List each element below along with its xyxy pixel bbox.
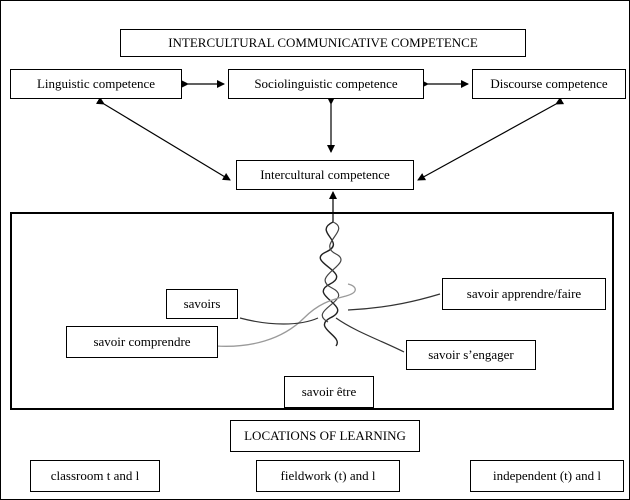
helix-strand-grey [215,283,356,347]
location-fieldwork-box: fieldwork (t) and l [256,460,400,492]
linguistic-competence-box: Linguistic competence [10,69,182,99]
line-apprendre-faire [347,293,441,311]
savoir-engager-box: savoir s’engager [406,340,536,370]
locations-heading-label: LOCATIONS OF LEARNING [244,428,406,443]
linguistic-competence-label: Linguistic competence [36,76,156,91]
helix-strand-second [321,221,342,323]
arrow-discourse-intercultural [417,97,565,181]
savoir-engager-label: savoir s’engager [428,347,514,362]
savoir-apprendre-faire-box: savoir apprendre/faire [442,278,606,310]
title-box: INTERCULTURAL COMMUNICATIVE COMPETENCE [120,29,526,57]
line-engager [335,317,405,353]
savoir-comprendre-label: savoir comprendre [93,334,191,349]
sociolinguistic-competence-box: Sociolinguistic competence [228,69,424,99]
savoirs-box: savoirs [166,289,238,319]
location-classroom-box: classroom t and l [30,460,160,492]
sociolinguistic-competence-label: Sociolinguistic competence [254,76,398,91]
helix-strand-dark [319,221,339,347]
diagram-title: INTERCULTURAL COMMUNICATIVE COMPETENCE [168,35,478,50]
location-independent-box: independent (t) and l [470,460,624,492]
intercultural-competence-label: Intercultural competence [260,167,390,182]
savoir-apprendre-faire-label: savoir apprendre/faire [466,286,582,301]
locations-heading-box: LOCATIONS OF LEARNING [230,420,420,452]
line-savoirs [239,317,319,325]
savoirs-panel [10,212,614,410]
discourse-competence-box: Discourse competence [472,69,626,99]
savoir-etre-box: savoir être [284,376,374,408]
savoirs-label: savoirs [183,296,221,311]
location-classroom-label: classroom t and l [50,468,140,483]
location-independent-label: independent (t) and l [493,468,601,483]
arrow-linguistic-intercultural [95,96,231,181]
discourse-competence-label: Discourse competence [490,76,608,91]
savoir-etre-label: savoir être [301,384,357,399]
intercultural-competence-box: Intercultural competence [236,160,414,190]
location-fieldwork-label: fieldwork (t) and l [280,468,376,483]
savoir-comprendre-box: savoir comprendre [66,326,218,358]
